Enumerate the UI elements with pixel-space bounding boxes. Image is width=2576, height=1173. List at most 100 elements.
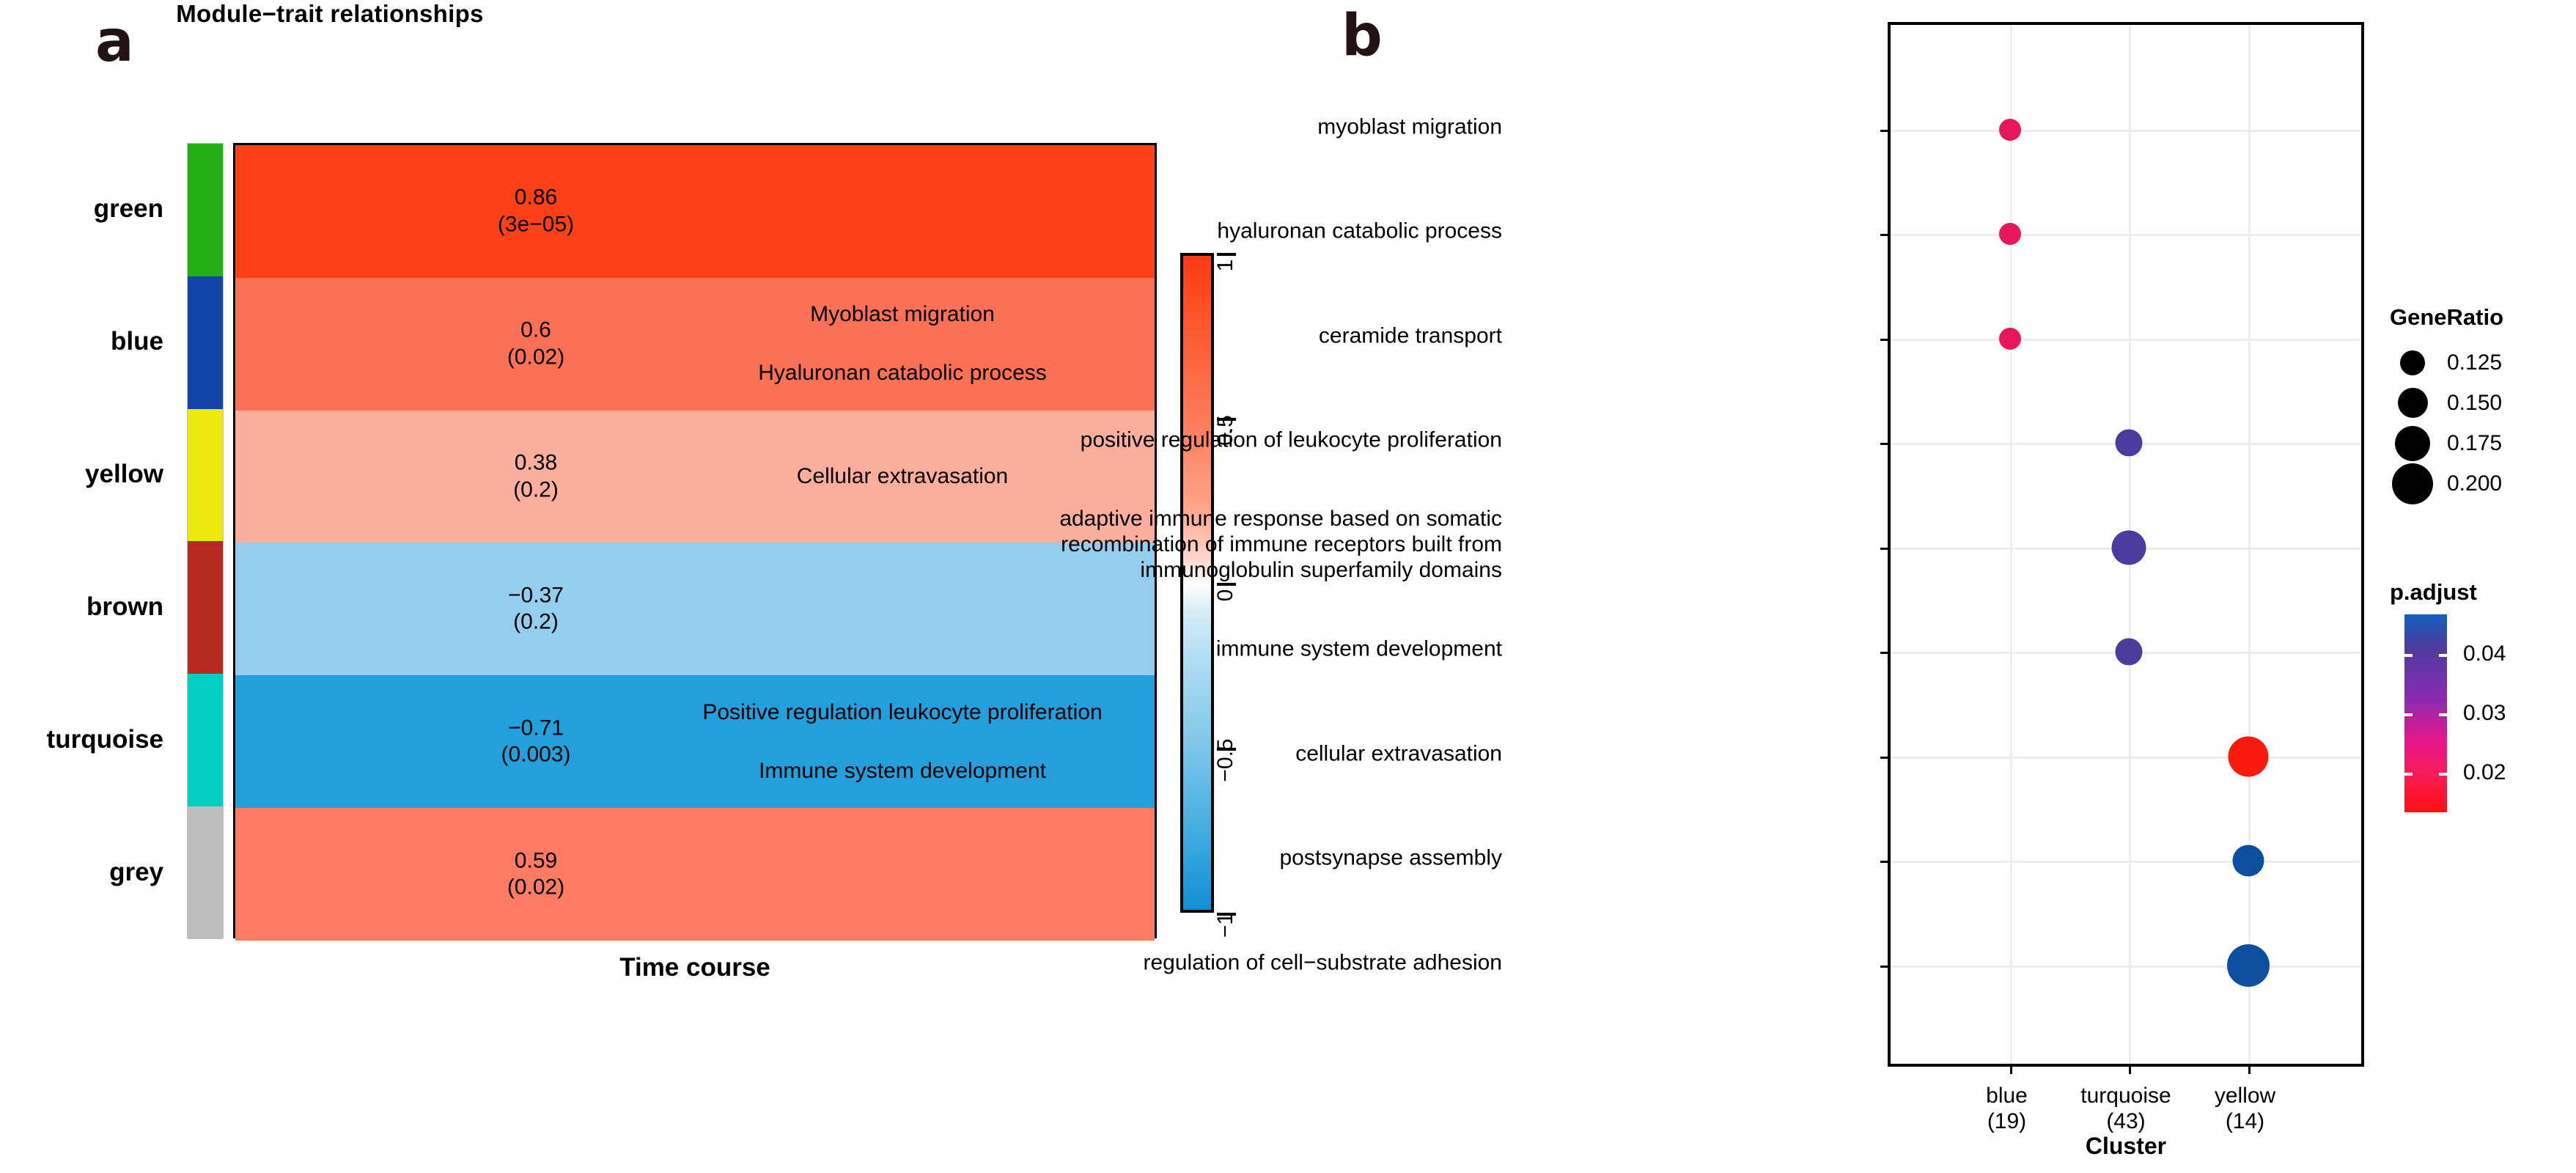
colorbar-tick: [1217, 748, 1236, 751]
dotplot-x-tick: [2129, 1064, 2131, 1074]
heatmap-row-label-brown: brown: [87, 592, 163, 621]
dotplot-point: [2226, 944, 2270, 987]
heatmap-go-term: Positive regulation leukocyte proliferat…: [702, 699, 1103, 724]
module-swatch-green: [188, 144, 223, 276]
generatio-legend-value: 0.175: [2447, 430, 2503, 455]
heatmap-row-label-yellow: yellow: [85, 460, 163, 489]
dotplot-y-axis-label: hyaluronan catabolic process: [1217, 218, 1502, 243]
generatio-legend-bullet: [2390, 388, 2435, 418]
generatio-legend-value: 0.200: [2447, 471, 2503, 496]
dotplot-point: [1998, 327, 2021, 350]
heatmap-row-label-turquoise: turquoise: [46, 724, 163, 754]
heatmap-cell-value-blue: 0.6 (0.02): [507, 317, 565, 369]
panel-a-heatmap: a Module−trait relationships green blue ye…: [0, 0, 1237, 982]
padjust-legend-value: 0.02: [2463, 760, 2506, 784]
heatmap-row-label-green: green: [93, 194, 163, 224]
dotplot-y-tick: [1880, 443, 1891, 445]
colorbar-tick: [1217, 913, 1236, 916]
padjust-legend-tick: [2439, 713, 2447, 716]
heatmap-go-term: Cellular extravasation: [796, 464, 1009, 489]
dotplot-point: [2115, 638, 2143, 666]
dotplot-x-tick: [2248, 1064, 2251, 1074]
module-swatch-blue: [188, 276, 223, 409]
padjust-legend-tick: [2439, 773, 2447, 776]
heatmap-x-axis-label: Time course: [619, 953, 770, 982]
dotplot-y-axis-label: adaptive immune response based on somati…: [1059, 506, 1502, 583]
generatio-legend-bullet: [2390, 350, 2435, 375]
heatmap-colorbar-gradient: [1180, 253, 1214, 913]
padjust-legend-value: 0.04: [2463, 641, 2506, 666]
padjust-legend-gradient: [2404, 614, 2447, 812]
generatio-legend-title: GeneRatio: [2390, 304, 2504, 330]
heatmap-row-label-blue: blue: [111, 327, 163, 356]
generatio-legend-dot: [2392, 463, 2433, 504]
generatio-legend-value: 0.150: [2447, 390, 2503, 415]
dotplot-gridline-horizontal: [1891, 129, 2361, 132]
dotplot-point: [2228, 736, 2268, 776]
colorbar-tick-label: 1: [1213, 259, 1237, 272]
dotplot-gridline-vertical: [2248, 25, 2251, 1064]
heatmap-cell-turquoise: −0.71 (0.003) Positive regulation leukocy…: [235, 675, 1155, 809]
dotplot-y-tick: [1880, 861, 1891, 863]
generatio-legend-row: 0.125: [2390, 342, 2573, 383]
dotplot-x-axis-label-blue: blue (19): [1986, 1084, 2028, 1134]
colorbar-tick: [1217, 253, 1236, 256]
heatmap-go-term: Hyaluronan catabolic process: [758, 361, 1047, 386]
panel-b-letter: b: [1342, 3, 1383, 69]
panel-a-letter: a: [95, 9, 134, 75]
heatmap-cell-green: 0.86 (3e−05): [235, 145, 1155, 278]
dotplot-y-tick: [1880, 338, 1891, 341]
colorbar-tick-label: −1: [1213, 912, 1237, 938]
module-swatch-turquoise: [188, 674, 223, 807]
padjust-legend-tick: [2404, 713, 2413, 716]
dotplot-gridline-horizontal: [1891, 234, 2361, 236]
dotplot-y-axis-label: postsynapse assembly: [1279, 845, 1503, 870]
dotplot-x-tick: [2009, 1064, 2012, 1074]
padjust-legend-value: 0.03: [2463, 701, 2506, 725]
generatio-legend-value: 0.125: [2447, 350, 2503, 375]
heatmap-cell-value-turquoise: −0.71 (0.003): [501, 716, 571, 767]
dotplot-y-axis-label: positive regulation of leukocyte prolife…: [1080, 427, 1502, 452]
dotplot-y-tick: [1880, 652, 1891, 654]
dotplot-y-axis-label: immune system development: [1215, 636, 1502, 661]
dotplot-x-axis-label-yellow: yellow (14): [2214, 1084, 2276, 1134]
heatmap-go-term: Myoblast migration: [810, 302, 995, 327]
heatmap-title: Module−trait relationships: [176, 0, 484, 27]
dotplot-y-tick: [1880, 234, 1891, 236]
dotplot-point: [2111, 530, 2146, 565]
dotplot-gridline-horizontal: [1891, 338, 2361, 341]
dotplot-point: [2115, 429, 2143, 457]
generatio-legend-dot: [2400, 350, 2425, 375]
dotplot-y-tick: [1880, 547, 1891, 550]
colorbar-tick: [1217, 583, 1236, 586]
generatio-legend-row: 0.200: [2390, 463, 2573, 504]
dotplot-gridline-vertical: [2009, 25, 2012, 1064]
generatio-legend-bullet: [2390, 463, 2435, 504]
dotplot-plot-area: [1880, 22, 2364, 1074]
dotplot-y-tick: [1880, 129, 1891, 132]
heatmap-cell-brown: −0.37 (0.2): [235, 543, 1155, 676]
dotplot-point: [1998, 118, 2021, 141]
heatmap-cell-value-grey: 0.59 (0.02): [507, 847, 565, 900]
padjust-legend-title: p.adjust: [2390, 579, 2477, 605]
generatio-legend-row: 0.150: [2390, 383, 2573, 423]
generatio-legend: GeneRatio 0.125 0.150 0.175 0.200: [2390, 304, 2573, 504]
dotplot-y-tick: [1880, 756, 1891, 759]
dotplot-y-axis-label: myoblast migration: [1317, 114, 1502, 139]
dotplot-x-axis-title: Cluster: [2085, 1133, 2167, 1159]
dotplot-gridline-horizontal: [1891, 861, 2361, 863]
dotplot-y-axis-label: ceramide transport: [1318, 323, 1502, 348]
dotplot-y-tick: [1880, 965, 1891, 968]
padjust-legend-tick: [2439, 654, 2447, 657]
dotplot-y-axis-label: regulation of cell−substrate adhesion: [1143, 949, 1503, 974]
heatmap-module-color-strip: [187, 143, 224, 939]
heatmap-cell-grey: 0.59 (0.02): [235, 808, 1155, 941]
heatmap-cell-value-green: 0.86 (3e−05): [497, 185, 575, 237]
padjust-legend: p.adjust: [2390, 579, 2573, 617]
module-swatch-grey: [188, 806, 223, 939]
colorbar-tick-label: 0: [1213, 589, 1237, 602]
colorbar-tick: [1217, 418, 1236, 421]
